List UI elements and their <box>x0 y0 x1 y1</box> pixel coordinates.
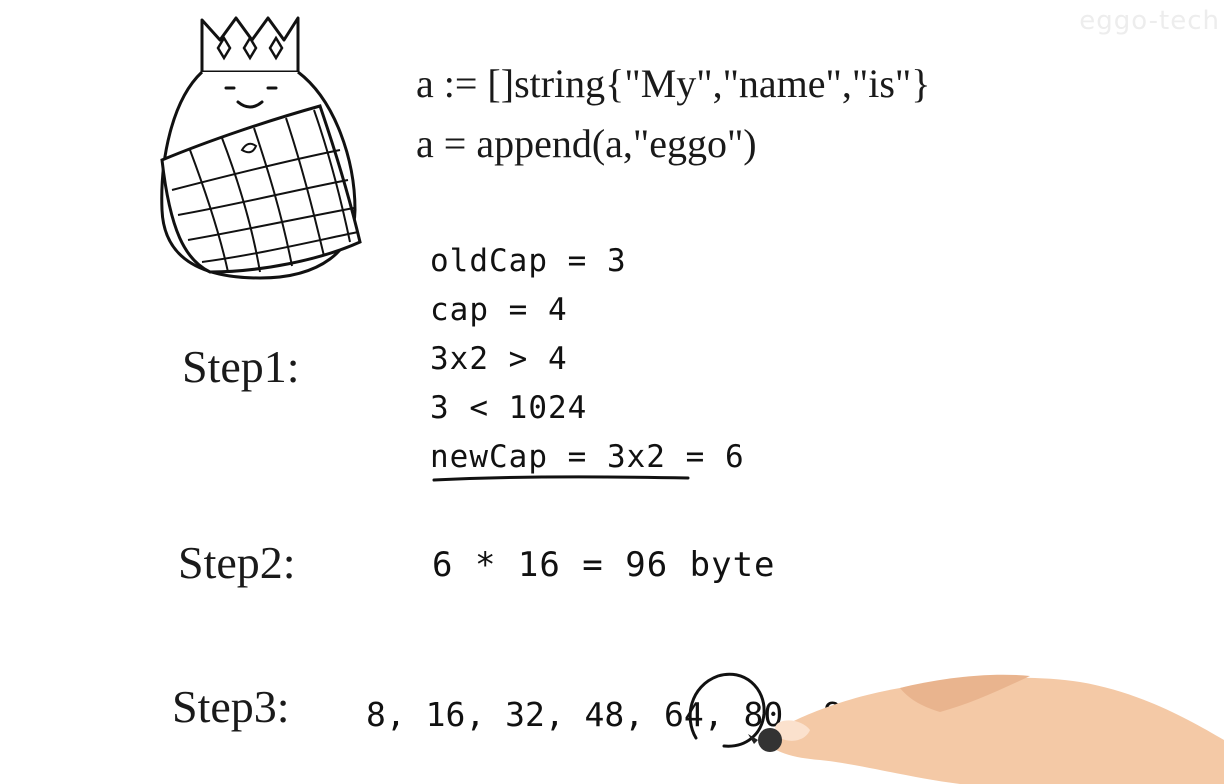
highlight-circle <box>688 672 766 748</box>
step1-label: Step1: <box>182 341 300 392</box>
crowned-egg-mascot-icon <box>160 16 362 280</box>
watermark: eggo-tech <box>1079 6 1220 36</box>
code-line-append-call: a = append(a,"eggo") <box>416 121 757 166</box>
less-than-line: 3 < 1024 <box>430 390 588 426</box>
compare-line: 3x2 > 4 <box>430 341 568 377</box>
new-cap-line: newCap = 3x2 = 6 <box>430 439 745 475</box>
code-line-slice-declaration: a := []string{"My","name","is"} <box>416 61 931 106</box>
old-cap-line: oldCap = 3 <box>430 243 627 279</box>
step2-label: Step2: <box>178 537 296 588</box>
drawing-hand-icon <box>748 674 1224 784</box>
cap-line: cap = 4 <box>430 292 568 328</box>
new-cap-underline <box>432 475 690 482</box>
step3-label: Step3: <box>172 681 290 732</box>
byte-size-calculation: 6 * 16 = 96 byte <box>432 545 776 585</box>
